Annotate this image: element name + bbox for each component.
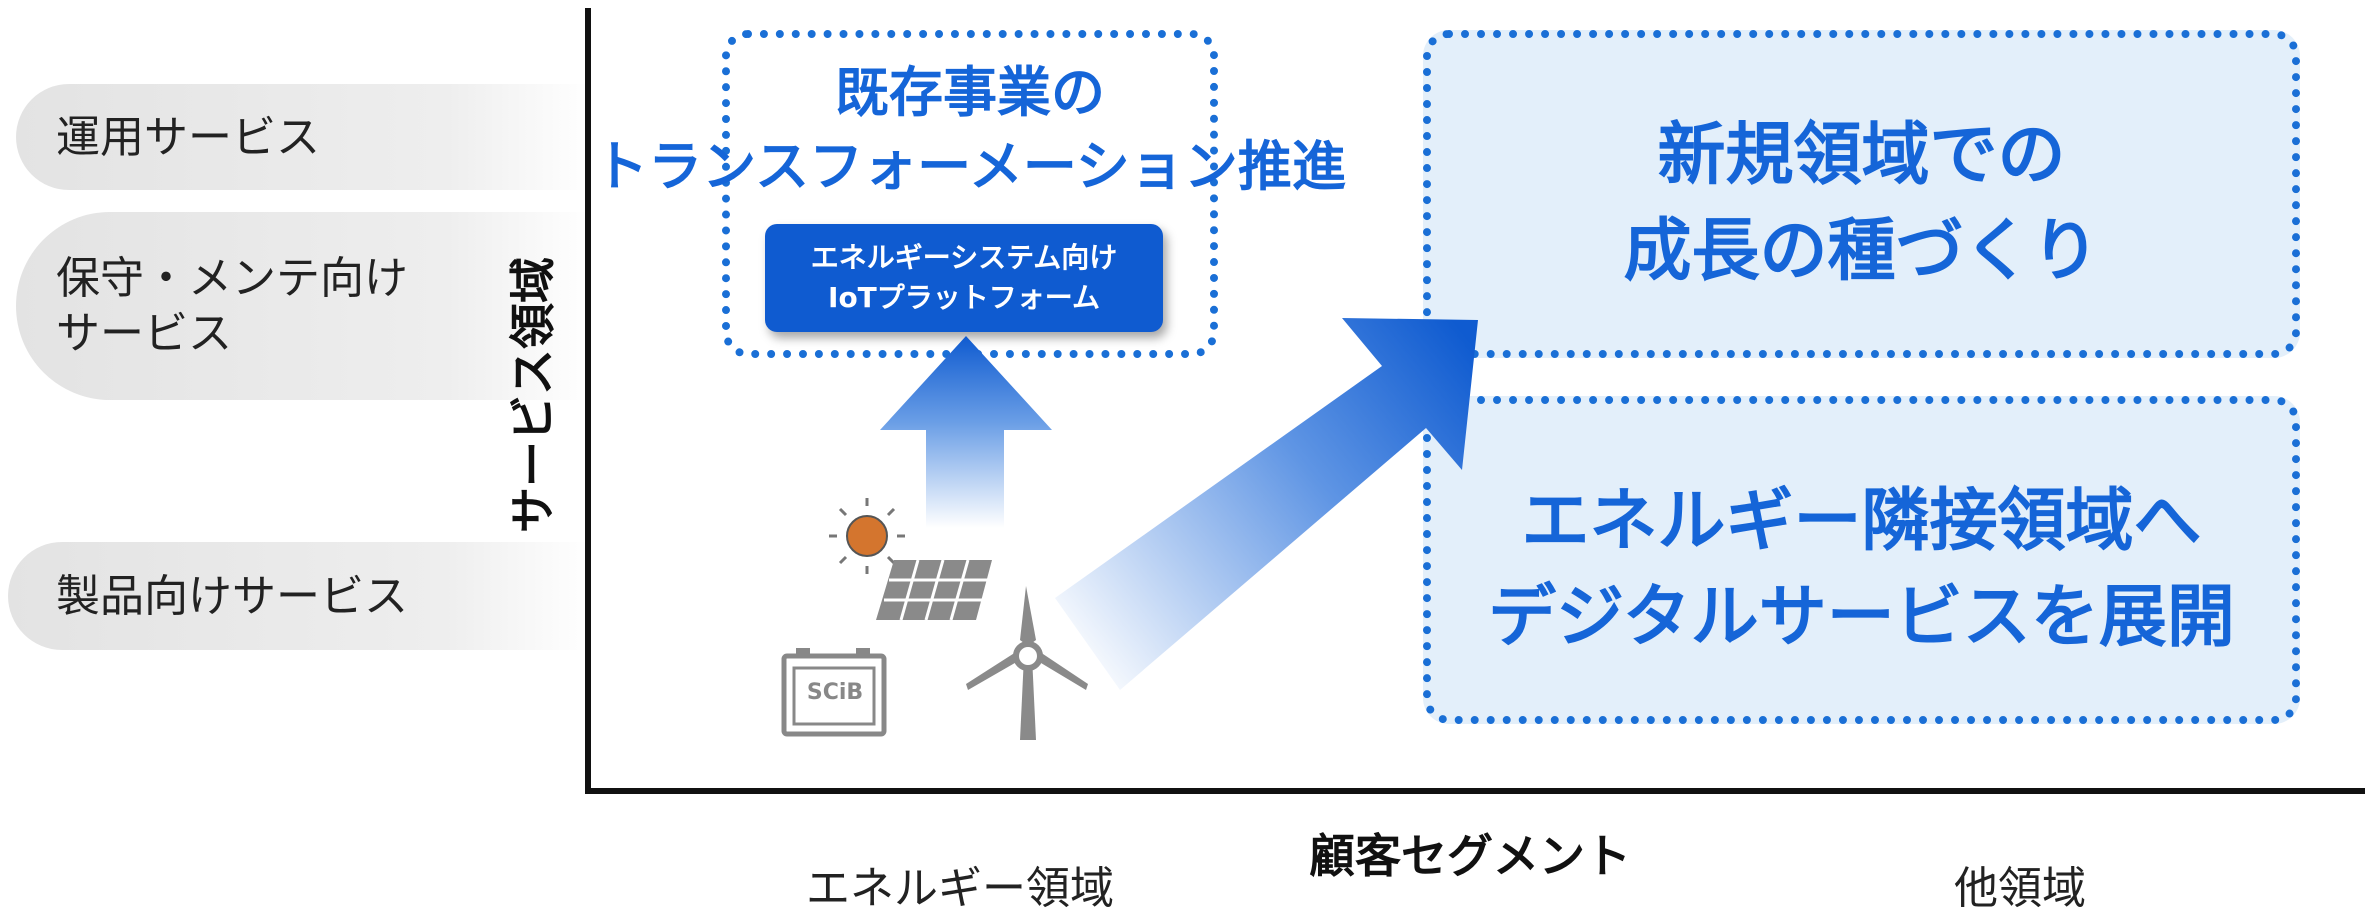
box-digital-line2: デジタルサービスを展開: [1488, 578, 2235, 657]
box-new-domain-text: 新規領域での 成長の種づくり: [1423, 108, 2300, 300]
iot-badge-line2: IoTプラットフォーム: [828, 281, 1100, 314]
box-new-domain-line1: 新規領域での: [1657, 116, 2066, 195]
sun-icon: [829, 498, 905, 574]
solar-panel-icon: [876, 559, 992, 621]
row-band-maintenance: [16, 212, 590, 400]
row-label-operation: 運用サービス: [56, 111, 320, 163]
x-axis-title: 顧客セグメント: [1309, 829, 1631, 883]
box-new-domain: [1423, 30, 2300, 358]
iot-badge-line1: エネルギーシステム向け: [810, 241, 1118, 274]
box-transformation-line1: 既存事業の: [835, 61, 1105, 124]
box-new-domain-line2: 成長の種づくり: [1623, 212, 2100, 291]
battery-logo: SCiB: [806, 680, 864, 705]
wind-turbine-icon: [966, 586, 1088, 740]
diagonal-arrow: [1055, 318, 1478, 690]
row-label-product: 製品向けサービス: [56, 570, 408, 622]
up-arrow: [880, 336, 1052, 528]
x-category-other: 他領域: [1954, 863, 2086, 914]
box-transformation-title: 既存事業の トランスフォーメーション推進: [590, 56, 1350, 204]
iot-platform-badge: エネルギーシステム向け IoTプラットフォーム: [765, 224, 1163, 332]
box-transformation-line2: トランスフォーメーション推進: [594, 135, 1346, 198]
box-digital-services: [1423, 396, 2300, 724]
row-label-maintenance-line2: サービス: [56, 308, 232, 359]
row-band-operation: [16, 84, 590, 190]
row-label-maintenance: 保守・メンテ向け サービス: [14, 212, 408, 400]
battery-icon: [781, 648, 887, 737]
box-digital-line1: エネルギー隣接領域へ: [1521, 482, 2202, 561]
x-category-energy: エネルギー領域: [806, 863, 1114, 914]
row-band-product: [8, 542, 590, 650]
row-bands: [8, 84, 590, 650]
row-label-maintenance-line1: 保守・メンテ向け: [56, 253, 408, 304]
box-digital-services-text: エネルギー隣接領域へ デジタルサービスを展開: [1423, 474, 2300, 666]
